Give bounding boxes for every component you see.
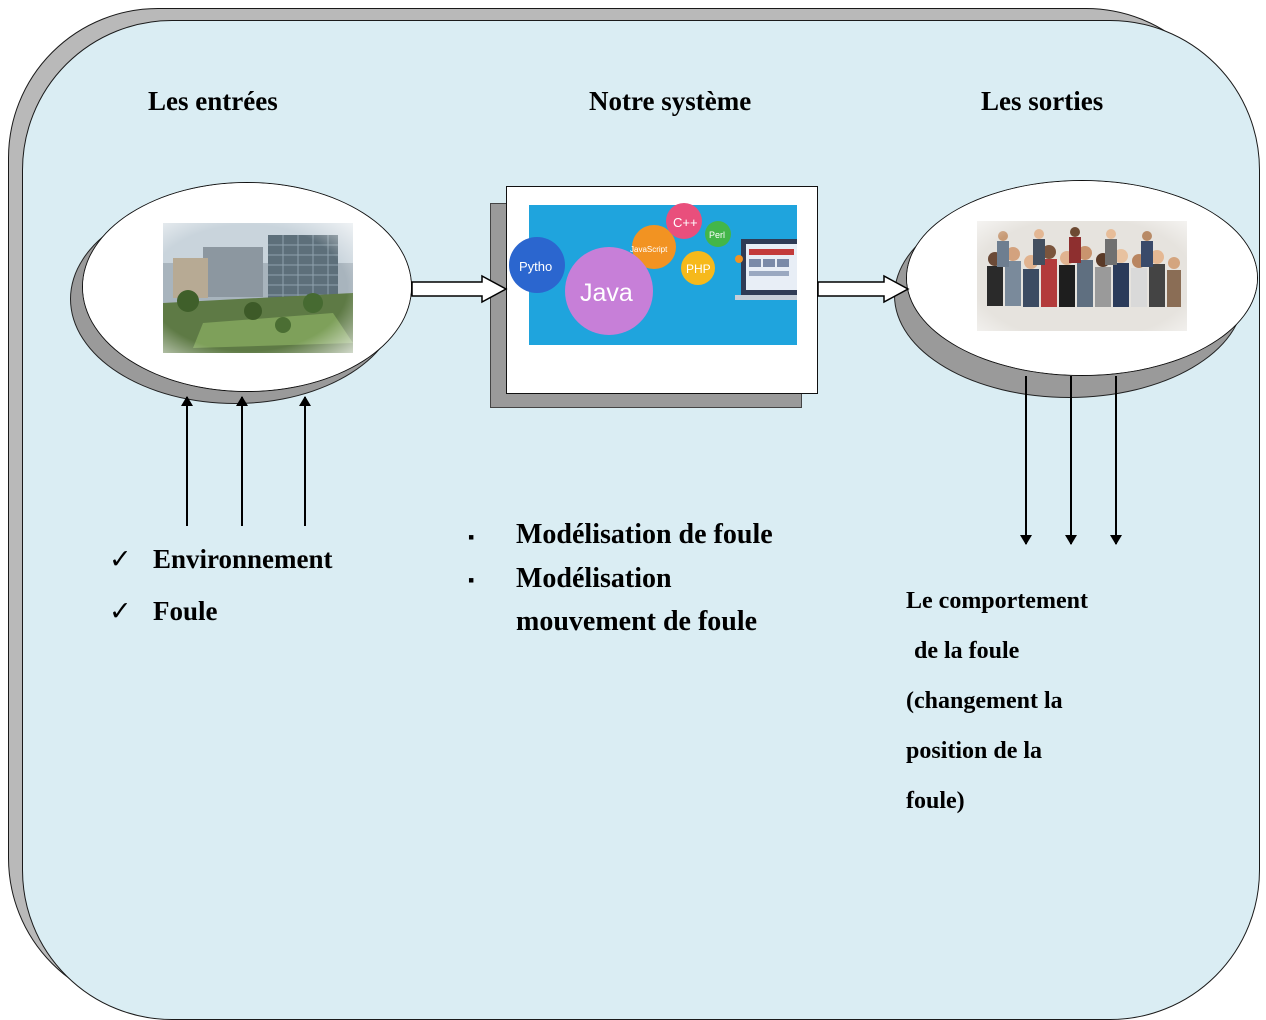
square-bullet-icon: ▪ [468,526,475,547]
system-list-item: ▪ Modélisation [468,558,773,602]
language-javascript-label: JavaScript [630,245,668,254]
connectors-layer [181,274,1122,545]
outputs-line-1: Le comportement [906,588,1088,614]
system-item-crowd-modeling: Modélisation de foule [516,519,773,550]
inputs-list-item: ✓ Foule [109,585,333,637]
language-python-label: Pytho [519,259,552,274]
outputs-line-4: position de la [906,738,1043,764]
input-node [82,182,412,392]
system-box: Pytho JavaScript C++ Perl PHP Java [506,186,818,394]
square-bullet-icon: ▪ [468,570,475,591]
checkmark-icon: ✓ [109,544,132,574]
environment-image [83,183,411,391]
system-list-continuation: mouvement de foule [516,606,758,638]
language-php-label: PHP [686,262,711,276]
system-list-item: ▪ Modélisation de foule [468,514,773,558]
system-item-modeling: Modélisation [516,562,672,594]
language-cpp-label: C++ [673,215,698,230]
heading-inputs: Les entrées [148,86,278,116]
heading-system: Notre système [589,86,752,116]
input-item-crowd: Foule [153,596,218,626]
arrow-system-to-outputs [817,274,910,304]
outputs-description: Le comportement de la foule (changement … [906,576,1088,826]
programming-languages-image: Pytho JavaScript C++ Perl PHP Java [509,203,797,345]
system-list: ▪ Modélisation de foule ▪ Modélisation mou… [468,514,773,643]
checkmark-icon: ✓ [109,596,132,626]
input-item-environment: Environnement [153,544,333,574]
heading-outputs: Les sorties [981,86,1104,116]
arrow-inputs-to-system [411,274,508,304]
output-node [906,180,1258,376]
language-java-label: Java [580,279,633,307]
crowd-image [907,181,1257,375]
inputs-list-item: ✓ Environnement [109,533,333,585]
outputs-line-3: (changement la [906,688,1063,714]
language-perl-label: Perl [709,230,725,240]
outputs-line-2: de la foule [914,638,1020,664]
outputs-line-5: foule) [906,788,965,814]
inputs-list: ✓ Environnement ✓ Foule [109,533,333,637]
